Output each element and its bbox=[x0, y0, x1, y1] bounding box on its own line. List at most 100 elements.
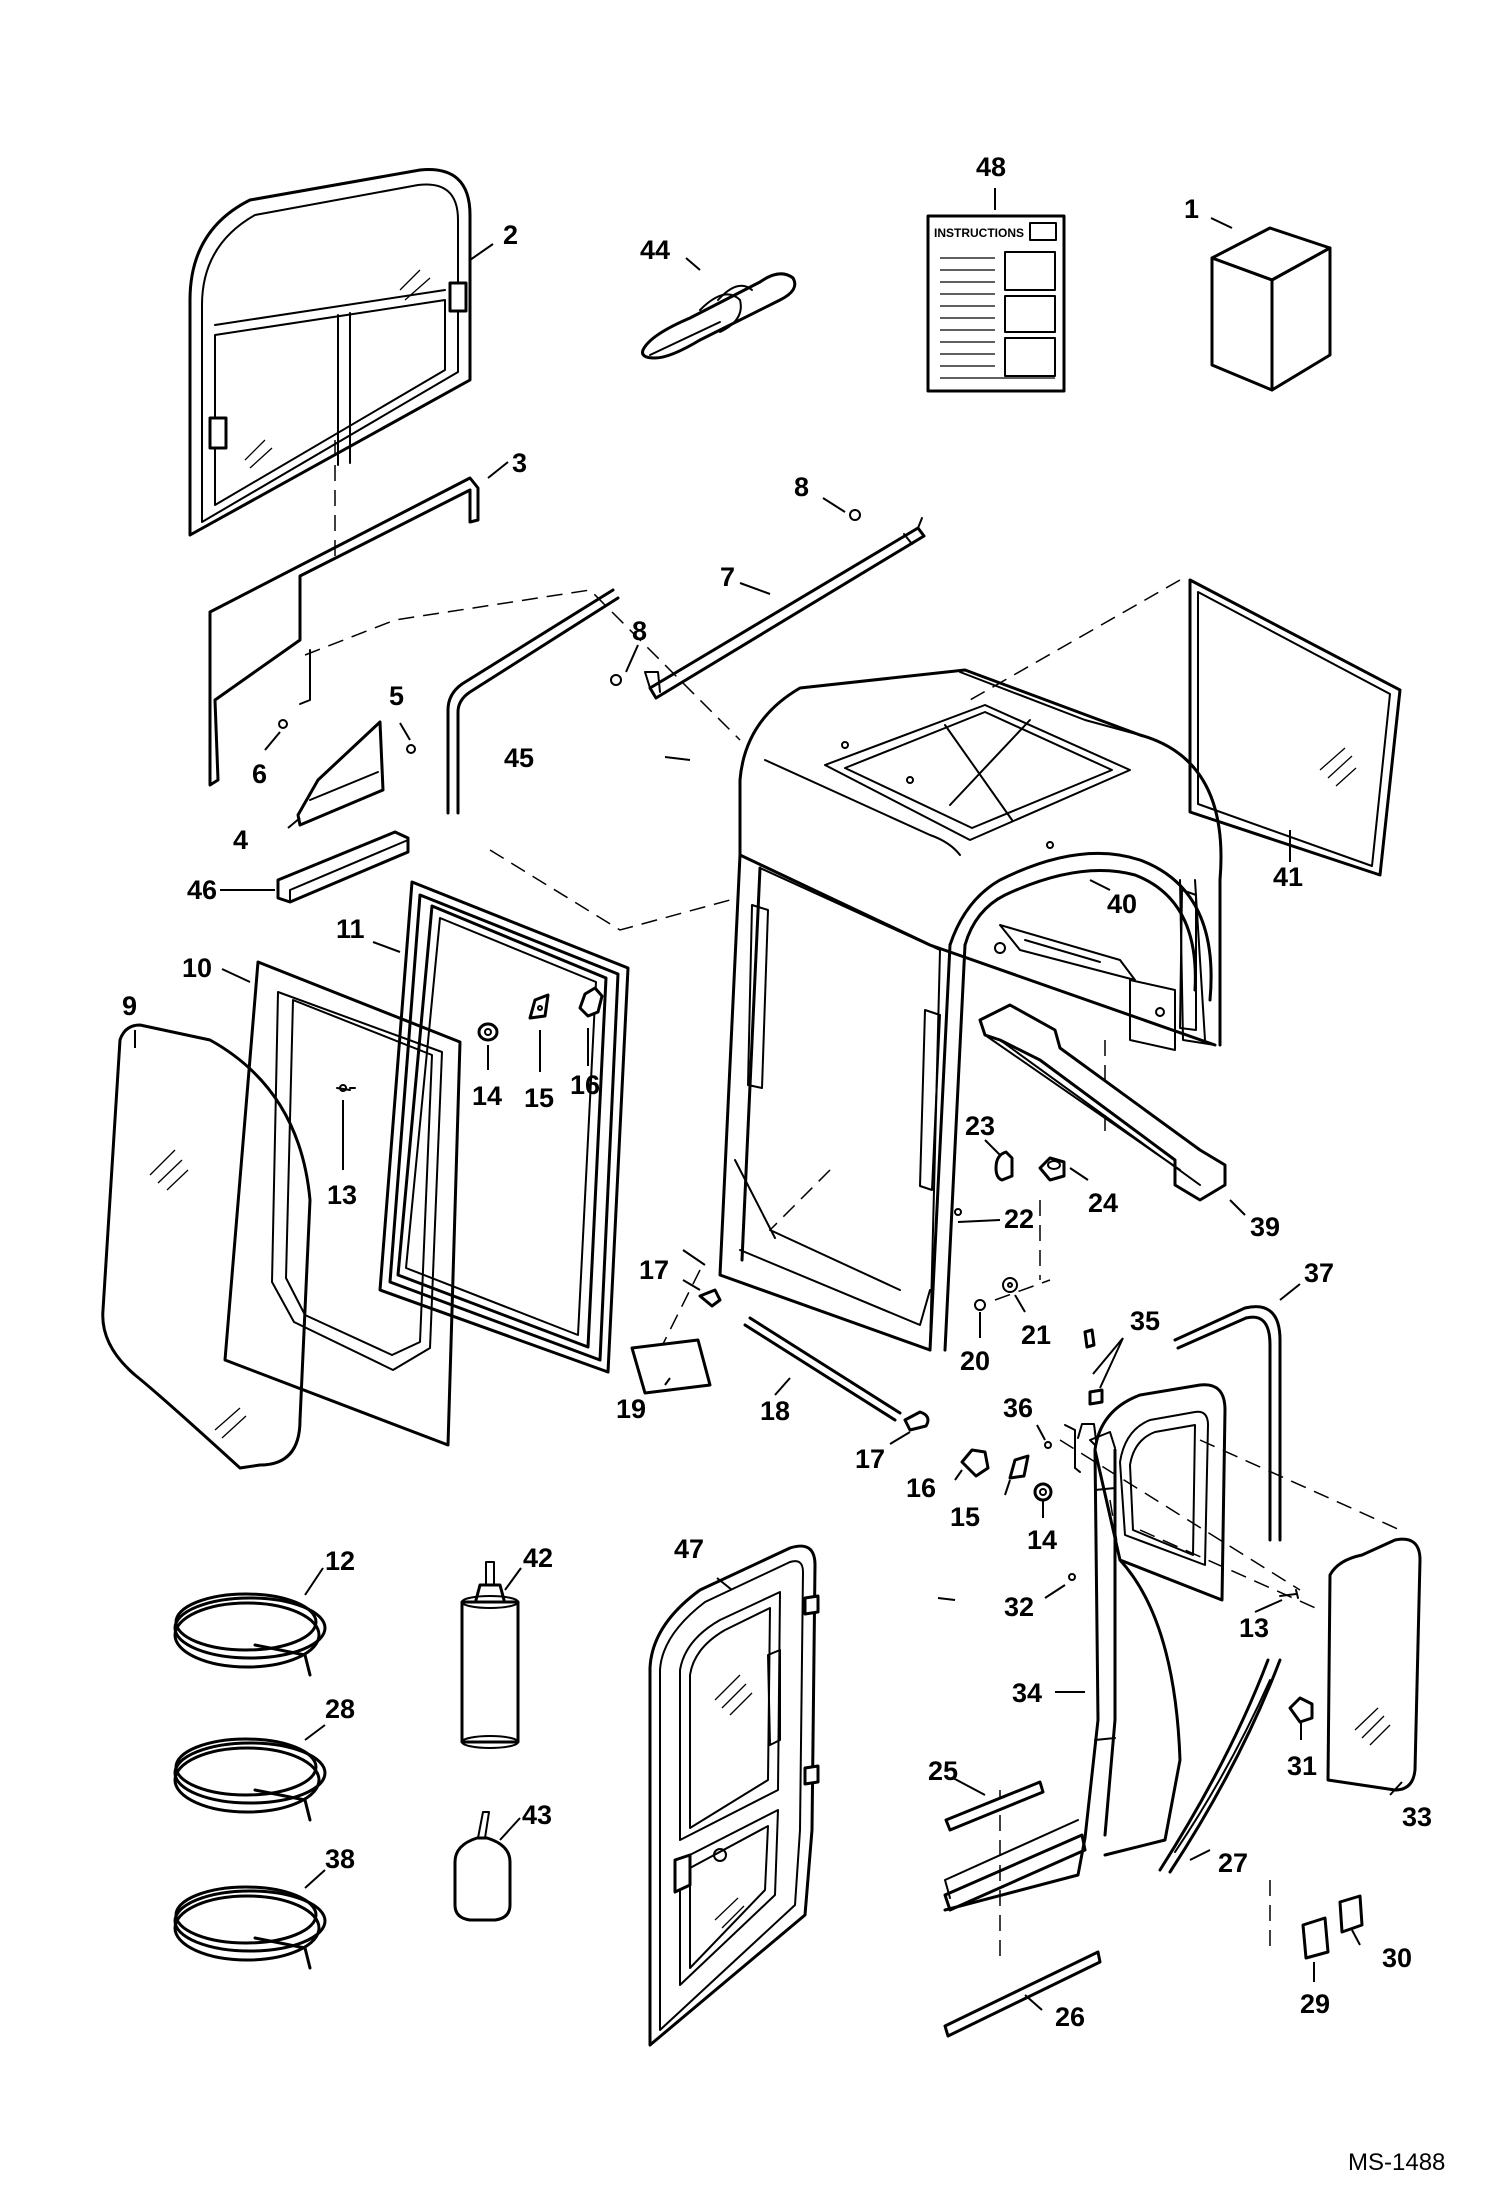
part-1-box bbox=[1210, 226, 1332, 392]
label-33: 33 bbox=[1402, 1802, 1432, 1832]
label-9: 9 bbox=[122, 991, 137, 1021]
label-41: 41 bbox=[1273, 862, 1303, 892]
part-14-bushing-lower bbox=[1033, 1482, 1053, 1502]
part-36-hinge bbox=[1064, 1424, 1081, 1473]
label-14-lower: 14 bbox=[1027, 1525, 1057, 1555]
instructions-title: INSTRUCTIONS bbox=[934, 226, 1024, 240]
label-20: 20 bbox=[960, 1346, 990, 1376]
label-35: 35 bbox=[1130, 1306, 1160, 1336]
part-32-bolt bbox=[1068, 1573, 1076, 1581]
part-35-clips bbox=[1083, 1328, 1104, 1406]
part-17-clip-lower bbox=[903, 1410, 930, 1432]
part-30-pad bbox=[1338, 1894, 1364, 1934]
label-7: 7 bbox=[720, 562, 735, 592]
part-19-strip bbox=[630, 1338, 712, 1395]
part-6-nut bbox=[278, 719, 288, 729]
part-16-knob-lower bbox=[960, 1448, 990, 1478]
part-31-knob bbox=[1288, 1696, 1314, 1724]
part-26-strip bbox=[943, 1950, 1102, 2038]
part-39-bar bbox=[978, 1003, 1227, 1202]
label-17-upper: 17 bbox=[639, 1255, 669, 1285]
part-13-bolt-upper bbox=[336, 1084, 356, 1092]
label-14-upper: 14 bbox=[472, 1081, 502, 1111]
part-5-nut bbox=[406, 744, 416, 754]
part-48-instructions-sheet: INSTRUCTIONS bbox=[926, 214, 1066, 393]
part-33-door-glass bbox=[1326, 1537, 1422, 1792]
part-22-bolt bbox=[954, 1208, 962, 1216]
part-36-bolt bbox=[1044, 1441, 1052, 1449]
part-29-pad bbox=[1301, 1916, 1330, 1960]
part-14-bushing-upper bbox=[477, 1022, 499, 1042]
part-15-latch-upper bbox=[528, 993, 550, 1020]
part-34-door-frame bbox=[943, 1383, 1227, 1912]
label-29: 29 bbox=[1300, 1989, 1330, 2019]
label-21: 21 bbox=[1021, 1320, 1051, 1350]
label-36: 36 bbox=[1003, 1393, 1033, 1423]
part-18-rod bbox=[743, 1316, 902, 1422]
label-48: 48 bbox=[976, 152, 1006, 182]
label-25: 25 bbox=[928, 1756, 958, 1786]
label-18: 18 bbox=[760, 1396, 790, 1426]
label-19: 19 bbox=[616, 1394, 646, 1424]
label-13-lower: 13 bbox=[1239, 1613, 1269, 1643]
label-32: 32 bbox=[1004, 1592, 1034, 1622]
label-28: 28 bbox=[325, 1694, 355, 1724]
part-37-seal-strip bbox=[1173, 1305, 1282, 1542]
part-47-door bbox=[648, 1544, 820, 2047]
part-10-plate bbox=[223, 960, 462, 1447]
label-16-upper: 16 bbox=[570, 1070, 600, 1100]
part-41-rear-glass bbox=[1188, 578, 1402, 877]
label-11: 11 bbox=[336, 914, 365, 944]
part-4-bracket bbox=[296, 720, 385, 827]
label-31: 31 bbox=[1287, 1751, 1317, 1781]
label-15-upper: 15 bbox=[524, 1083, 554, 1113]
label-16-lower: 16 bbox=[906, 1473, 936, 1503]
label-15-lower: 15 bbox=[950, 1502, 980, 1532]
label-5: 5 bbox=[389, 681, 404, 711]
part-23-clamp bbox=[994, 1150, 1014, 1182]
part-21-washer bbox=[1002, 1277, 1018, 1293]
part-3-panel bbox=[208, 476, 480, 787]
part-11-frame bbox=[378, 880, 630, 1374]
part-28-seal-coil bbox=[173, 1737, 327, 1822]
label-46: 46 bbox=[187, 875, 217, 905]
part-8-bolt-left bbox=[610, 674, 622, 686]
part-2-sliding-window bbox=[188, 168, 472, 537]
label-8-top: 8 bbox=[794, 472, 809, 502]
leader-lines bbox=[134, 188, 1403, 2011]
label-23: 23 bbox=[965, 1111, 995, 1141]
part-13-bolt-lower bbox=[1279, 1589, 1299, 1599]
part-43-bottle bbox=[453, 1811, 512, 1922]
part-45-strip bbox=[446, 588, 620, 815]
part-40-cab-frame bbox=[718, 668, 1223, 1352]
assembly-dashed-lines bbox=[304, 440, 1401, 1960]
label-13-upper: 13 bbox=[327, 1180, 357, 1210]
part-17-clip-upper bbox=[698, 1288, 722, 1308]
part-15-latch-lower bbox=[1008, 1454, 1030, 1480]
label-26: 26 bbox=[1055, 2002, 1085, 2032]
label-47: 47 bbox=[674, 1534, 704, 1564]
label-44: 44 bbox=[640, 235, 670, 265]
drawing-number: MS-1488 bbox=[1348, 2149, 1445, 2176]
label-42: 42 bbox=[523, 1543, 553, 1573]
label-45: 45 bbox=[504, 743, 534, 773]
part-44-clip bbox=[641, 272, 797, 360]
part-labels: 1 2 3 4 5 6 7 8 8 9 10 11 12 13 13 14 14… bbox=[122, 152, 1432, 2032]
label-2: 2 bbox=[503, 220, 518, 250]
label-37: 37 bbox=[1304, 1258, 1334, 1288]
label-30: 30 bbox=[1382, 1943, 1412, 1973]
label-17-lower: 17 bbox=[855, 1444, 885, 1474]
part-9-side-glass bbox=[101, 1023, 312, 1470]
label-22: 22 bbox=[1004, 1204, 1034, 1234]
label-3: 3 bbox=[512, 448, 527, 478]
label-4: 4 bbox=[233, 825, 248, 855]
label-6: 6 bbox=[252, 759, 267, 789]
label-40: 40 bbox=[1107, 889, 1137, 919]
part-25-strip bbox=[944, 1780, 1045, 1832]
part-27-seal-strip bbox=[1158, 1658, 1282, 1874]
part-8-bolt-top bbox=[849, 509, 861, 521]
label-27: 27 bbox=[1218, 1848, 1248, 1878]
part-38-seal-coil bbox=[173, 1885, 327, 1970]
part-20-nut bbox=[974, 1299, 986, 1311]
